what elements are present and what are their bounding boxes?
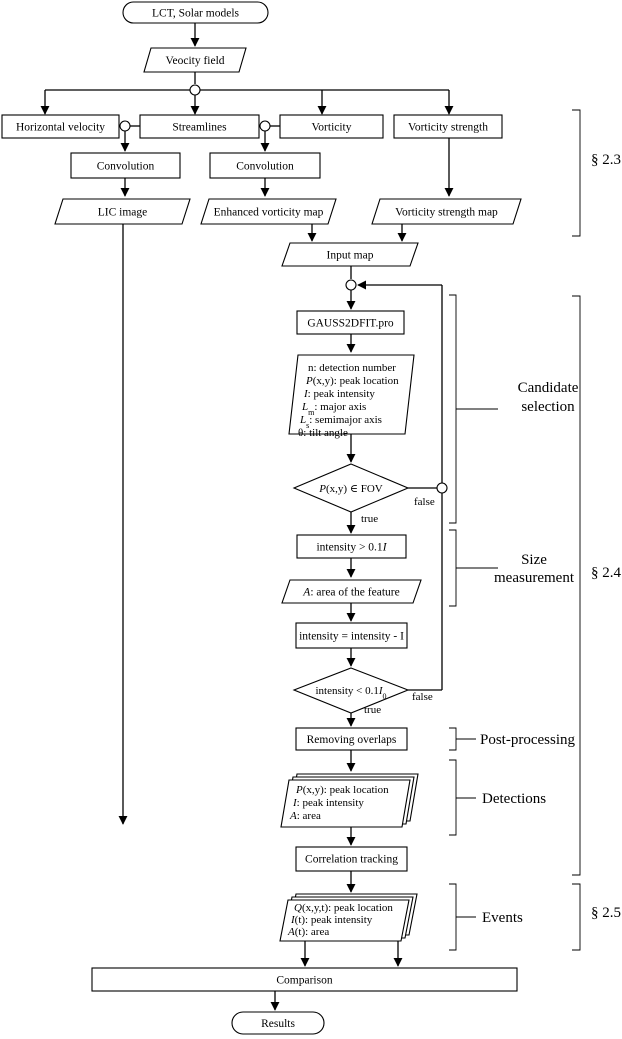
junction-circle	[119, 120, 131, 132]
svg-text:measurement: measurement	[494, 570, 575, 586]
node-results: Results	[231, 1011, 325, 1035]
svg-text:Events: Events	[482, 910, 523, 926]
svg-text:Detections: Detections	[482, 791, 546, 807]
svg-text:A(t): area: A(t): area	[287, 926, 329, 938]
svg-text:A: area of the feature: A: area of the feature	[302, 587, 399, 599]
svg-text:Vorticity strength: Vorticity strength	[408, 122, 488, 134]
svg-text:n: detection number: n: detection number	[308, 362, 396, 374]
svg-text:Size: Size	[521, 552, 547, 568]
bracket-post-processing: Post-processing	[449, 727, 575, 751]
svg-text:intensity > 0.1I: intensity > 0.1I	[316, 542, 387, 554]
svg-text:Convolution: Convolution	[236, 161, 294, 173]
node-vorticity-strength-map: Vorticity strength map	[371, 198, 522, 225]
svg-text:§ 2.3: § 2.3	[591, 152, 621, 168]
svg-text:Input map: Input map	[327, 250, 374, 262]
svg-text:Correlation tracking: Correlation tracking	[305, 854, 398, 866]
svg-text:Removing overlaps: Removing overlaps	[307, 734, 397, 746]
decision-intensity-threshold: intensity < 0.1I0	[292, 667, 410, 714]
svg-text:LCT, Solar models: LCT, Solar models	[152, 8, 240, 20]
svg-text:LIC image: LIC image	[98, 207, 148, 219]
svg-text:Veocity field: Veocity field	[165, 55, 224, 67]
svg-text:Convolution: Convolution	[97, 161, 155, 173]
node-convolution-1: Convolution	[70, 152, 181, 179]
connectors	[40, 23, 454, 1011]
param-peak-location: P(x,y): peak location	[305, 375, 399, 387]
param-semimajor-axis: Ls: semimajor axis	[299, 414, 382, 430]
node-detections: P(x,y): peak location I: peak intensity …	[280, 773, 419, 828]
bracket-size-measurement: Size measurement	[449, 529, 575, 607]
node-feature-area: A: area of the feature	[281, 579, 422, 604]
junction-circle	[436, 482, 448, 494]
node-lct-solar-models: LCT, Solar models	[122, 1, 269, 24]
svg-text:P(x,y): peak location: P(x,y): peak location	[295, 784, 389, 796]
node-subtract-intensity: intensity = intensity - I	[295, 622, 408, 649]
svg-text:Streamlines: Streamlines	[172, 122, 227, 134]
param-tilt-angle: θ: tilt angle	[298, 427, 348, 439]
node-correlation-tracking: Correlation tracking	[295, 846, 408, 872]
svg-text:Candidate: Candidate	[518, 380, 579, 396]
junction-circle	[345, 279, 357, 291]
svg-text:Comparison: Comparison	[276, 975, 332, 987]
node-events: Q(x,y,t): peak location I(t): peak inten…	[279, 893, 418, 942]
node-velocity-field: Veocity field	[143, 47, 247, 73]
svg-text:intensity = intensity - I: intensity = intensity - I	[299, 631, 404, 643]
svg-text:Vorticity strength map: Vorticity strength map	[395, 207, 498, 219]
node-threshold: intensity > 0.1I	[296, 534, 407, 559]
svg-text:§ 2.4: § 2.4	[591, 565, 622, 581]
edge-label-true: true	[361, 513, 378, 525]
node-fit-parameters: n: detection number P(x,y): peak locatio…	[288, 354, 415, 439]
node-input-map: Input map	[281, 242, 419, 267]
node-vorticity: Vorticity	[279, 114, 384, 139]
edge-label-true: true	[364, 704, 381, 716]
bracket-section-2-5: § 2.5	[572, 883, 621, 951]
svg-text:selection: selection	[521, 399, 575, 415]
node-horizontal-velocity: Horizontal velocity	[1, 114, 120, 139]
svg-text:§ 2.5: § 2.5	[591, 905, 621, 921]
node-streamlines: Streamlines	[139, 114, 260, 139]
node-comparison: Comparison	[91, 967, 518, 992]
decision-in-fov: P(x,y) ∈ FOV	[292, 463, 410, 513]
svg-text:A: area: A: area	[289, 810, 321, 822]
svg-text:P(x,y) ∈ FOV: P(x,y) ∈ FOV	[318, 483, 383, 495]
svg-text:Q(x,y,t): peak location: Q(x,y,t): peak location	[294, 902, 393, 914]
edge-label-false: false	[414, 496, 435, 508]
param-major-axis: Lm: major axis	[301, 401, 366, 417]
svg-text:Vorticity: Vorticity	[311, 122, 351, 134]
node-enhanced-vorticity-map: Enhanced vorticity map	[200, 198, 337, 225]
bracket-detections: Detections	[449, 759, 546, 836]
junction-circle	[189, 84, 201, 96]
svg-text:GAUSS2DFIT.pro: GAUSS2DFIT.pro	[307, 318, 394, 330]
svg-text:Horizontal velocity: Horizontal velocity	[16, 122, 105, 134]
svg-text:Post-processing: Post-processing	[480, 732, 575, 748]
junction-circle	[259, 120, 271, 132]
node-vorticity-strength: Vorticity strength	[393, 114, 503, 139]
bracket-section-2-3: § 2.3	[572, 109, 621, 237]
node-convolution-2: Convolution	[209, 152, 321, 179]
bracket-candidate-selection: Candidate selection	[449, 294, 579, 524]
svg-text:Results: Results	[261, 1018, 295, 1030]
bracket-section-2-4: § 2.4	[572, 295, 622, 876]
svg-text:Enhanced vorticity map: Enhanced vorticity map	[214, 207, 324, 219]
svg-text:intensity < 0.1I0: intensity < 0.1I0	[315, 685, 386, 701]
edge-label-false: false	[412, 691, 433, 703]
svg-text:I(t): peak intensity: I(t): peak intensity	[290, 914, 373, 926]
svg-text:I: peak intensity: I: peak intensity	[292, 797, 364, 809]
node-gauss2dfit: GAUSS2DFIT.pro	[296, 310, 405, 335]
bracket-events: Events	[449, 883, 523, 951]
node-removing-overlaps: Removing overlaps	[295, 727, 408, 751]
param-peak-intensity: I: peak intensity	[303, 388, 375, 400]
node-lic-image: LIC image	[54, 198, 191, 225]
